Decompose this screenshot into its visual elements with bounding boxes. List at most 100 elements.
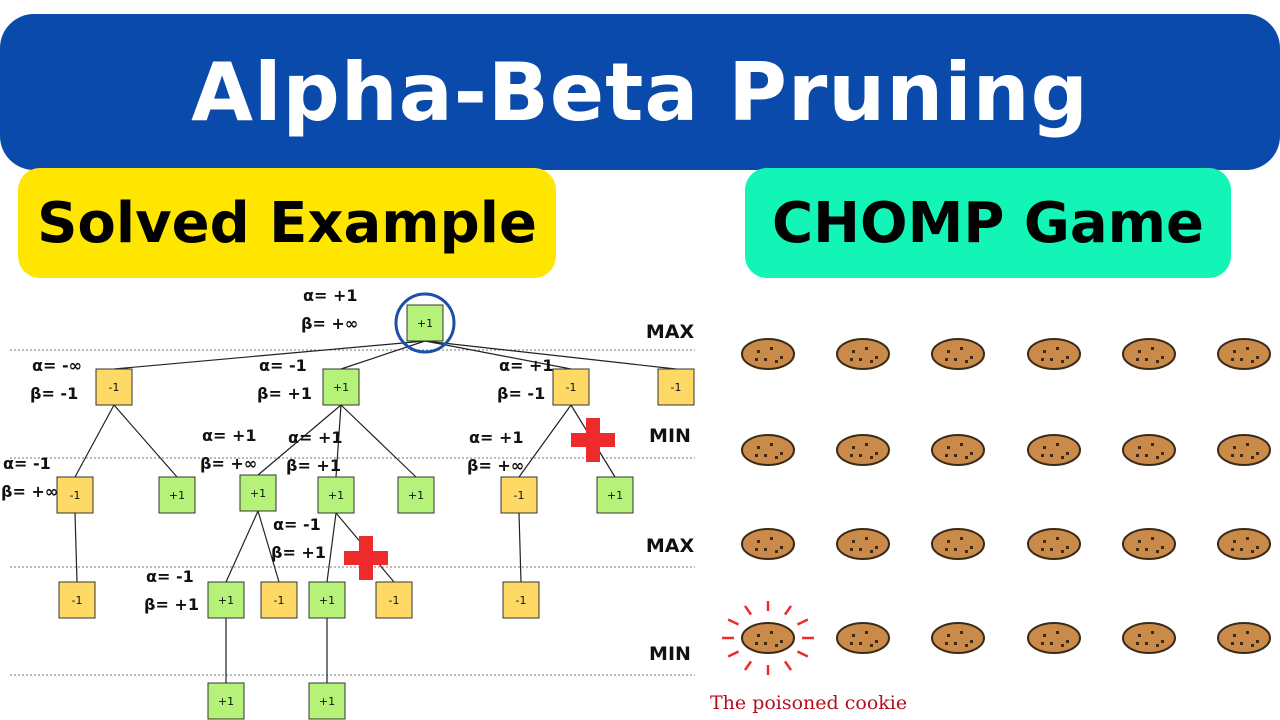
cookie-body (1217, 338, 1271, 370)
node-box (322, 368, 360, 406)
cookie (1122, 338, 1176, 370)
cookie-chip (780, 356, 783, 359)
cookie-chip (1240, 548, 1243, 551)
cookie-chip (875, 356, 878, 359)
cookie-chip (1056, 631, 1059, 634)
cookie-chip (1061, 550, 1064, 553)
cookie-chip (1161, 640, 1164, 643)
tree-node-b2: +1α= +1β= +1 (286, 428, 355, 514)
cookie-chip (1251, 456, 1254, 459)
cookie-chip (1066, 546, 1069, 549)
cookie-chip (764, 454, 767, 457)
alpha-label: α= +1 (288, 428, 343, 447)
node-value: -1 (72, 594, 83, 607)
cookie-chip (850, 642, 853, 645)
cookie-chip (875, 452, 878, 455)
tree-node-b1a: +1α= -1β= +1 (144, 567, 245, 619)
cookie-chip (865, 537, 868, 540)
cookie-chip (1251, 360, 1254, 363)
tree-node-b3: +1 (397, 476, 435, 514)
cookie-chip (1043, 350, 1046, 353)
cookie-body (1122, 622, 1176, 654)
cookie (1217, 528, 1271, 560)
cookie (836, 528, 890, 560)
cookie-chip (770, 347, 773, 350)
cookie-chip (965, 644, 968, 647)
poison-ray (783, 660, 793, 671)
prune-bar (359, 536, 373, 580)
cookie-chip (1151, 443, 1154, 446)
node-box (207, 682, 245, 720)
cookie-chip (1233, 540, 1236, 543)
cookie-chip (970, 546, 973, 549)
tree-node-b1b: -1 (260, 581, 298, 619)
cookie (931, 434, 985, 466)
cookie-chip (1061, 360, 1064, 363)
title-banner: Alpha-Beta Pruning (0, 14, 1280, 170)
cookie-chip (1233, 350, 1236, 353)
cookie-chip (1233, 634, 1236, 637)
cookie-body (1027, 338, 1081, 370)
cookie-chip (770, 631, 773, 634)
cookie-chip (757, 446, 760, 449)
node-value: -1 (516, 594, 527, 607)
cookie-chip (1043, 634, 1046, 637)
tree-node-b2a: +1α= -1β= +1 (271, 515, 346, 619)
beta-label: β= -1 (30, 384, 78, 403)
cookie-chip (1161, 356, 1164, 359)
cookie-chip (947, 540, 950, 543)
alpha-label: α= +1 (202, 426, 257, 445)
cookie-chip (1156, 644, 1159, 647)
cookie-chip (1145, 454, 1148, 457)
tree-node-a1: -1α= -1β= +∞ (1, 454, 94, 514)
beta-label: β= +1 (257, 384, 312, 403)
cookie-chip (1145, 548, 1148, 551)
cookie-chip (870, 550, 873, 553)
node-value: +1 (218, 594, 234, 607)
cookie-chip (1061, 456, 1064, 459)
cookie-chip (757, 634, 760, 637)
poison-ray (796, 618, 809, 626)
cookie-chip (859, 358, 862, 361)
cookie-chip (1041, 548, 1044, 551)
cookie-chip (755, 642, 758, 645)
prune-mark-b2b (344, 536, 388, 580)
node-box (207, 581, 245, 619)
cookie-chip (960, 443, 963, 446)
cookie-chip (1136, 548, 1139, 551)
tree-edge (424, 340, 572, 370)
cookie (1027, 528, 1081, 560)
cookie-chip (954, 358, 957, 361)
cookie-chip (1246, 537, 1249, 540)
alpha-label: α= -∞ (32, 356, 82, 375)
cookie-chip (947, 446, 950, 449)
beta-label: β= +∞ (1, 482, 58, 501)
node-value: +1 (250, 487, 266, 500)
tree-edge (340, 340, 426, 370)
tree-node-c1a: -1 (502, 581, 540, 619)
cookie-chip (954, 454, 957, 457)
node-box (158, 476, 196, 514)
cookie-chip (954, 548, 957, 551)
cookie-chip (852, 634, 855, 637)
cookie-chip (852, 350, 855, 353)
cookie (1122, 434, 1176, 466)
cookie (741, 338, 795, 370)
cookie-chip (1156, 456, 1159, 459)
tree-edge (326, 512, 337, 583)
cookie-chip (1231, 454, 1234, 457)
cookie-chip (947, 350, 950, 353)
level-label: MAX (646, 535, 695, 557)
node-value: +1 (218, 695, 234, 708)
cookie-grid (722, 338, 1271, 675)
cookie-body (741, 622, 795, 654)
tree-edge (113, 404, 178, 478)
alpha-label: α= +1 (303, 286, 358, 305)
cookie-chip (1151, 347, 1154, 350)
cookie-body (1217, 434, 1271, 466)
cookie-chip (775, 644, 778, 647)
cookie-chip (1246, 443, 1249, 446)
poison-ray (743, 605, 753, 616)
node-value: +1 (319, 695, 335, 708)
